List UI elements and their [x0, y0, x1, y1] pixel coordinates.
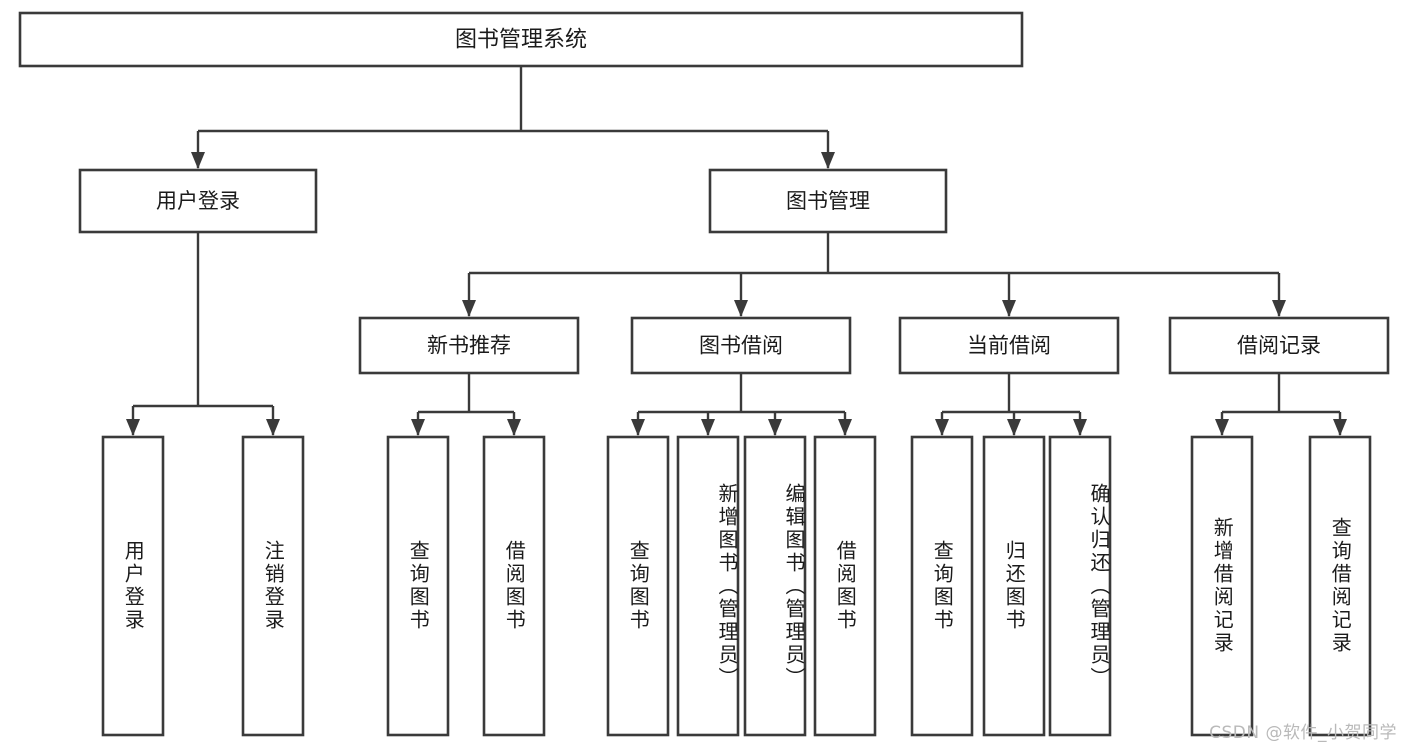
node-book-borrow[interactable] — [630, 316, 852, 375]
node-leaf-user-login[interactable] — [101, 435, 165, 737]
node-leaf-confirm-return[interactable] — [1048, 435, 1112, 737]
node-book-manage[interactable] — [708, 168, 948, 234]
arrow-head-icon-current-borrow — [1002, 300, 1016, 317]
node-book-manage-label: 图书管理 — [786, 189, 870, 213]
arrow-head-icon-leaf-confirm-return — [1073, 419, 1087, 436]
connectors-layer — [126, 66, 1347, 436]
boxes-layer — [18, 11, 1390, 737]
node-user-login-label: 用户登录 — [156, 189, 240, 213]
node-leaf-borrow-book-1[interactable] — [482, 435, 546, 737]
arrow-head-icon-leaf-query-book-3 — [935, 419, 949, 436]
node-leaf-logout[interactable] — [241, 435, 305, 737]
arrow-head-icon-leaf-return-book — [1007, 419, 1021, 436]
node-leaf-query-record[interactable] — [1308, 435, 1372, 737]
node-new-book-rec[interactable] — [358, 316, 580, 375]
arrow-head-icon-leaf-borrow-book-1 — [507, 419, 521, 436]
node-borrow-record[interactable] — [1168, 316, 1390, 375]
arrow-head-icon-leaf-add-record — [1215, 419, 1229, 436]
node-leaf-query-book-1[interactable] — [386, 435, 450, 737]
node-leaf-query-book-2[interactable] — [606, 435, 670, 737]
node-leaf-add-record[interactable] — [1190, 435, 1254, 737]
arrow-head-icon-leaf-logout — [266, 419, 280, 436]
node-new-book-rec-label: 新书推荐 — [427, 334, 511, 358]
node-current-borrow[interactable] — [898, 316, 1120, 375]
arrow-head-icon-leaf-borrow-book-2 — [838, 419, 852, 436]
arrow-head-icon-new-book-rec — [462, 300, 476, 317]
node-user-login[interactable] — [78, 168, 318, 234]
node-leaf-edit-book[interactable] — [743, 435, 807, 737]
arrow-head-icon-user-login — [191, 152, 205, 169]
node-current-borrow-label: 当前借阅 — [967, 334, 1051, 358]
arrow-head-icon-borrow-record — [1272, 300, 1286, 317]
node-borrow-record-label: 借阅记录 — [1237, 334, 1321, 358]
node-leaf-return-book[interactable] — [982, 435, 1046, 737]
watermark-text: CSDN @软件_小贺同学 — [1209, 723, 1397, 743]
arrow-head-icon-book-manage — [821, 152, 835, 169]
node-leaf-add-book[interactable] — [676, 435, 740, 737]
node-root-label: 图书管理系统 — [455, 28, 587, 53]
arrow-head-icon-leaf-query-record — [1333, 419, 1347, 436]
arrow-head-icon-book-borrow — [734, 300, 748, 317]
node-leaf-query-book-3[interactable] — [910, 435, 974, 737]
arrow-head-icon-leaf-add-book — [701, 419, 715, 436]
node-root[interactable] — [18, 11, 1024, 68]
node-book-borrow-label: 图书借阅 — [699, 334, 783, 358]
arrow-head-icon-leaf-query-book-1 — [411, 419, 425, 436]
arrow-head-icon-leaf-user-login — [126, 419, 140, 436]
arrow-head-icon-leaf-query-book-2 — [631, 419, 645, 436]
arrow-head-icon-leaf-edit-book — [768, 419, 782, 436]
node-leaf-borrow-book-2[interactable] — [813, 435, 877, 737]
